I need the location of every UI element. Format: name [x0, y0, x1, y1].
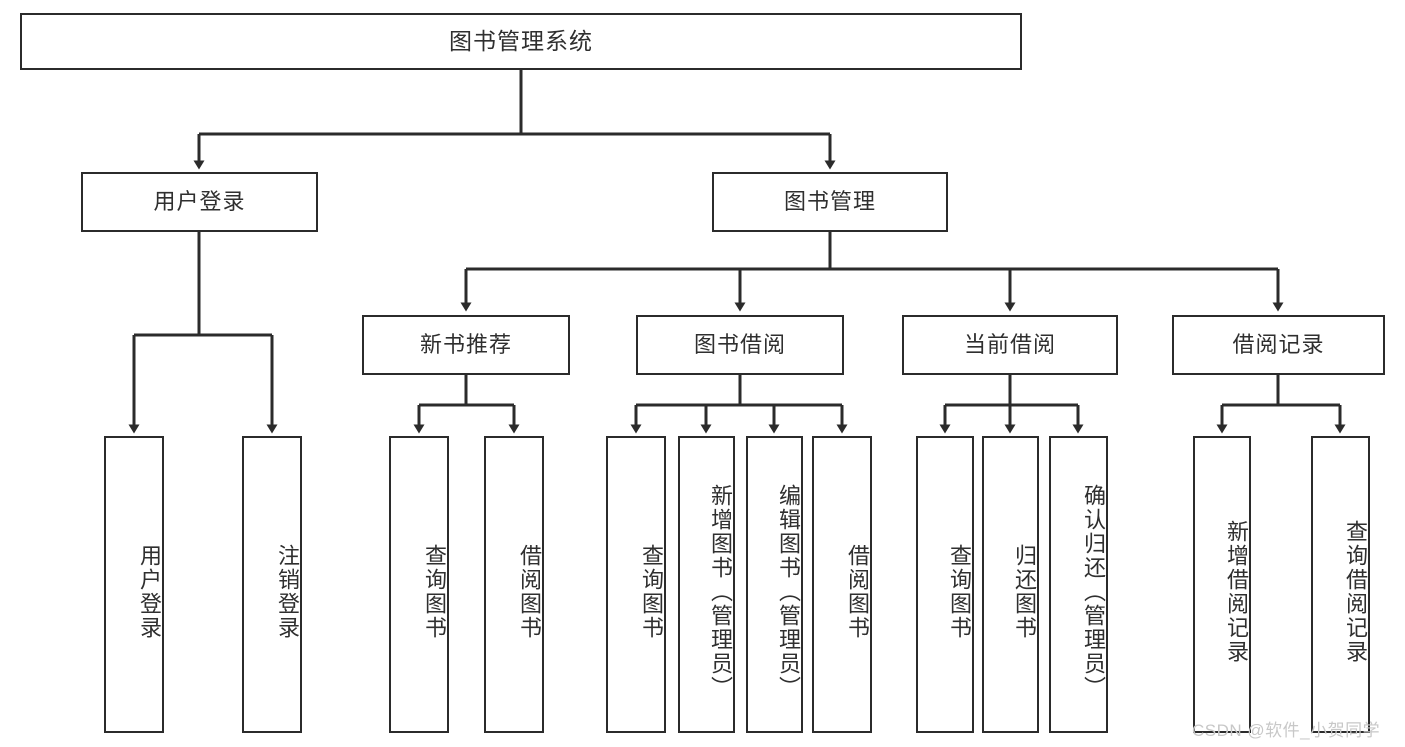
node-user-login[interactable]: 用户登录 [81, 172, 318, 232]
node-label: 图书管理系统 [449, 28, 593, 55]
node-book-borrow[interactable]: 图书借阅 [636, 315, 844, 375]
node-leaf-query-book-3[interactable]: 查询图书 [916, 436, 974, 733]
node-label: 借阅图书 [845, 543, 870, 640]
node-label: 查询图书 [422, 543, 447, 640]
node-leaf-borrow-book-2[interactable]: 借阅图书 [812, 436, 872, 733]
node-label: 当前借阅 [963, 331, 1056, 357]
node-label: 新增图书（管理员） [708, 483, 733, 700]
node-label: 查询图书 [947, 543, 972, 640]
node-label: 借阅记录 [1232, 331, 1325, 357]
node-borrow-record[interactable]: 借阅记录 [1172, 315, 1385, 375]
node-leaf-query-book-1[interactable]: 查询图书 [389, 436, 449, 733]
node-label: 图书管理 [783, 188, 876, 214]
csdn-watermark: CSDN @软件_小贺同学 [1192, 721, 1381, 740]
node-new-book-recommend[interactable]: 新书推荐 [362, 315, 570, 375]
node-leaf-user-login[interactable]: 用户登录 [104, 436, 164, 733]
node-label: 确认归还（管理员） [1081, 483, 1106, 700]
node-label: 注销登录 [275, 543, 300, 640]
node-label: 新书推荐 [419, 331, 512, 357]
node-leaf-logout-login[interactable]: 注销登录 [242, 436, 302, 733]
node-label: 查询借阅记录 [1343, 519, 1368, 664]
node-leaf-confirm-return-admin[interactable]: 确认归还（管理员） [1049, 436, 1108, 733]
node-leaf-add-borrow-record[interactable]: 新增借阅记录 [1193, 436, 1251, 733]
node-label: 编辑图书（管理员） [776, 483, 801, 700]
node-label: 归还图书 [1012, 543, 1037, 640]
node-current-borrow[interactable]: 当前借阅 [902, 315, 1118, 375]
node-leaf-query-borrow-record[interactable]: 查询借阅记录 [1311, 436, 1370, 733]
node-label: 查询图书 [639, 543, 664, 640]
node-label: 借阅图书 [517, 543, 542, 640]
node-label: 用户登录 [153, 188, 246, 214]
node-label: 新增借阅记录 [1224, 519, 1249, 664]
node-root-system[interactable]: 图书管理系统 [20, 13, 1022, 70]
node-label: 用户登录 [137, 543, 162, 640]
node-leaf-borrow-book-1[interactable]: 借阅图书 [484, 436, 544, 733]
node-leaf-edit-book-admin[interactable]: 编辑图书（管理员） [746, 436, 803, 733]
node-leaf-return-book[interactable]: 归还图书 [982, 436, 1039, 733]
node-book-management[interactable]: 图书管理 [712, 172, 948, 232]
node-leaf-query-book-2[interactable]: 查询图书 [606, 436, 666, 733]
node-leaf-add-book-admin[interactable]: 新增图书（管理员） [678, 436, 735, 733]
node-label: 图书借阅 [693, 331, 786, 357]
